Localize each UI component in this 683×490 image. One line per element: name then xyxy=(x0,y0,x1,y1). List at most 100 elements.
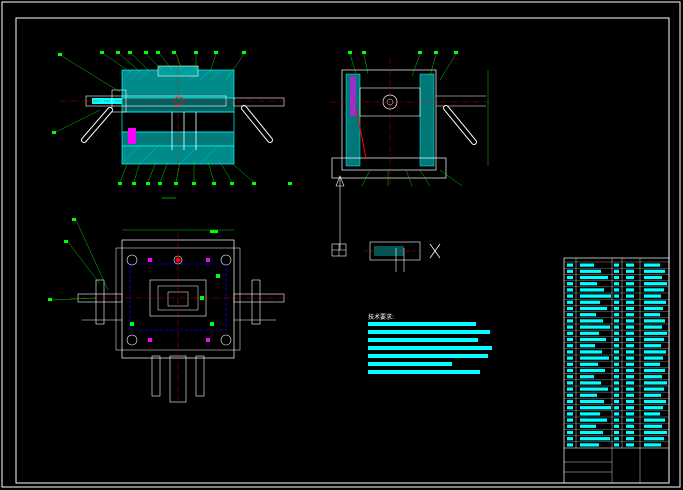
bom-cell xyxy=(614,430,619,435)
tech-requirements-lines xyxy=(368,322,492,374)
bom-cell xyxy=(626,319,634,323)
bom-cell xyxy=(580,282,597,286)
bom-table xyxy=(563,257,670,484)
bom-cell xyxy=(580,288,604,292)
bom-cell xyxy=(614,393,619,397)
bom-cell xyxy=(614,275,619,280)
bom-cell xyxy=(567,356,573,360)
plan-view xyxy=(48,218,290,404)
bom-cell xyxy=(614,406,619,410)
bom-cell xyxy=(580,337,606,342)
bom-cell xyxy=(580,418,607,422)
bom-cell xyxy=(644,387,664,391)
bom-cell xyxy=(580,344,595,348)
bom-cell xyxy=(644,300,666,304)
bom-cell xyxy=(567,319,573,323)
bom-cell xyxy=(626,362,634,366)
side-section-view xyxy=(330,51,490,257)
bom-cell xyxy=(567,263,573,267)
bom-cell xyxy=(580,393,597,397)
bom-cell xyxy=(626,418,634,422)
bom-cell xyxy=(614,337,619,342)
bom-cell xyxy=(644,288,664,292)
bom-cell xyxy=(580,263,594,267)
bom-cell xyxy=(644,443,661,447)
bom-cell xyxy=(644,375,662,379)
bom-cell xyxy=(614,368,619,373)
bom-cell xyxy=(580,325,610,329)
tech-requirements-title: 技术要求: xyxy=(368,314,395,321)
bom-cell xyxy=(567,282,573,286)
bom-cell xyxy=(567,337,573,342)
bom-cell xyxy=(567,331,573,335)
bom-cell xyxy=(567,313,573,317)
bom-cell xyxy=(567,381,573,385)
bom-cell xyxy=(580,424,596,428)
bom-cell xyxy=(626,368,634,373)
bom-cell xyxy=(644,368,665,373)
bom-cell xyxy=(580,437,610,441)
bom-cell xyxy=(567,399,573,404)
bom-cell xyxy=(626,294,634,298)
bom-cell xyxy=(580,300,600,304)
bom-cell xyxy=(580,313,596,317)
bom-cell xyxy=(614,288,619,292)
bom-cell xyxy=(567,418,573,422)
bom-cell xyxy=(626,306,634,311)
bom-cell xyxy=(567,294,573,298)
bom-cell xyxy=(644,399,666,404)
bom-cell xyxy=(567,375,573,379)
bom-cell xyxy=(644,325,662,329)
bom-cell xyxy=(626,282,634,286)
bom-cell xyxy=(626,275,634,280)
bom-cell xyxy=(644,437,664,441)
bom-cell xyxy=(644,275,662,280)
bom-cell xyxy=(567,269,573,273)
bom-cell xyxy=(614,344,619,348)
bom-cell xyxy=(626,443,634,447)
bom-cell xyxy=(626,288,634,292)
bom-cell xyxy=(580,319,603,323)
bom-cell xyxy=(580,368,605,373)
bom-cell xyxy=(567,362,573,366)
bom-cell xyxy=(614,306,619,311)
bom-cell xyxy=(626,393,634,397)
bom-cell xyxy=(644,344,661,348)
bom-cell xyxy=(614,319,619,323)
bom-cell xyxy=(580,406,611,410)
bom-cell xyxy=(644,331,667,335)
bom-cell xyxy=(614,424,619,428)
bom-cell xyxy=(644,418,665,422)
bom-cell xyxy=(567,424,573,428)
bom-cell xyxy=(626,375,634,379)
bom-cell xyxy=(567,406,573,410)
bom-cell xyxy=(644,319,665,323)
bom-cell xyxy=(644,362,660,366)
bom-cell xyxy=(614,263,619,267)
bom-cell xyxy=(614,331,619,335)
bom-cell xyxy=(567,288,573,292)
bom-cell xyxy=(567,368,573,373)
bom-cell xyxy=(614,350,619,354)
bom-cell xyxy=(614,362,619,366)
bom-cell xyxy=(567,325,573,329)
bom-cell xyxy=(567,443,573,447)
bom-cell xyxy=(614,325,619,329)
bom-cell xyxy=(580,269,601,273)
bom-cell xyxy=(644,393,661,397)
bom-cell xyxy=(644,430,667,435)
bom-cell xyxy=(644,381,667,385)
bom-cell xyxy=(580,387,608,391)
bom-cell xyxy=(580,375,594,379)
bom-cell xyxy=(626,424,634,428)
bom-cell xyxy=(644,356,663,360)
bom-cell xyxy=(626,331,634,335)
detail-view xyxy=(364,241,441,272)
bom-cell xyxy=(626,313,634,317)
bom-cell xyxy=(644,294,661,298)
bom-cell xyxy=(580,275,608,280)
bom-cell xyxy=(567,300,573,304)
bom-cell xyxy=(626,399,634,404)
